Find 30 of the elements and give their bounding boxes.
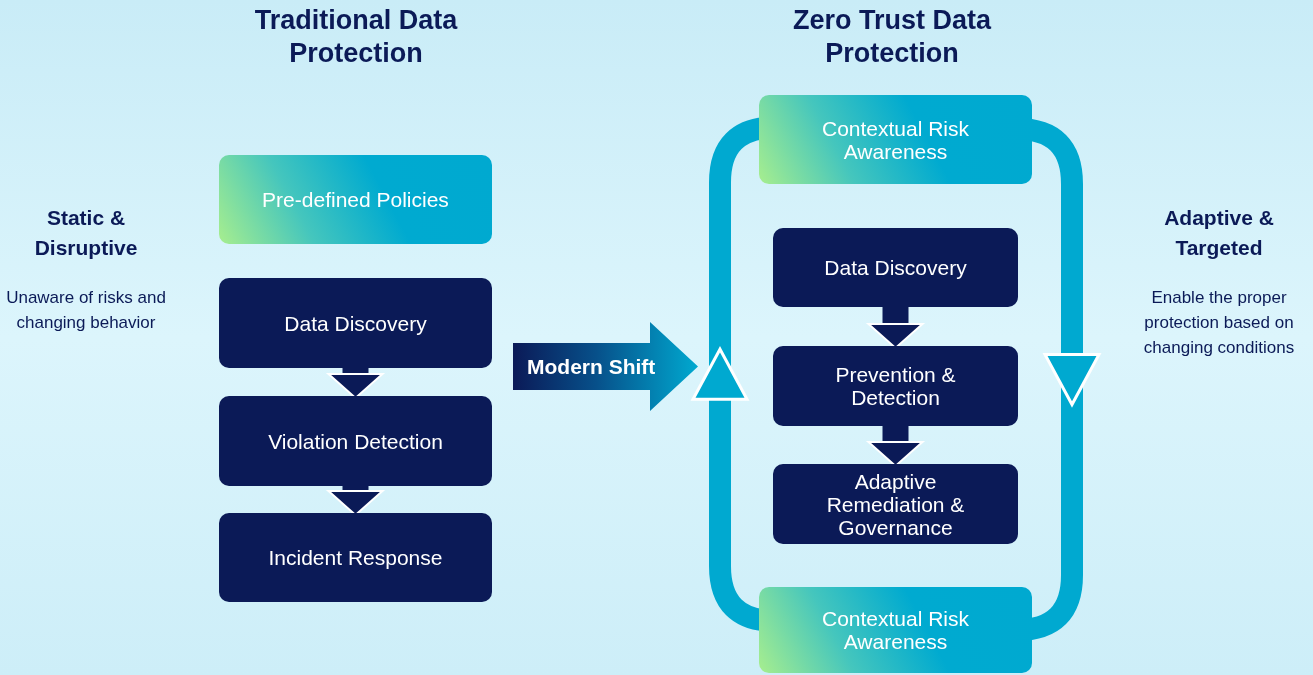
block-arrow (327, 368, 384, 399)
box-label: Contextual Risk Awareness (820, 607, 971, 653)
process-box (219, 513, 492, 602)
box-label: Data Discovery (284, 311, 427, 335)
box-label: Prevention & Detection (834, 363, 957, 409)
box-label: Contextual Risk Awareness (820, 116, 971, 163)
process-box (773, 228, 1018, 307)
arrow-label: Modern Shift (527, 354, 656, 379)
block-arrow (867, 426, 924, 467)
box-label: Violation Detection (268, 429, 443, 453)
shift-arrow (513, 322, 698, 411)
block-arrow (867, 307, 924, 349)
description-text: Unaware of risks and changing behavior (6, 287, 166, 334)
description-text: Enable the proper protection based on changing conditions (1142, 287, 1296, 359)
block-arrow (327, 486, 384, 516)
box-label: Incident Response (268, 546, 443, 569)
heading: Adaptive & Targeted (1163, 205, 1275, 261)
heading: Zero Trust Data Protection (791, 4, 993, 70)
process-box (759, 587, 1032, 673)
box-label: Pre-defined Policies (262, 188, 449, 211)
process-box (219, 155, 492, 244)
process-box (773, 346, 1018, 426)
heading: Traditional Data Protection (253, 4, 459, 70)
box-label: Data Discovery (824, 256, 967, 279)
heading: Static & Disruptive (33, 205, 139, 261)
process-box (219, 278, 492, 368)
process-box (759, 95, 1032, 184)
box-label: Adaptive Remediation & Governance (825, 469, 966, 539)
process-box (773, 464, 1018, 544)
process-box (219, 396, 492, 486)
